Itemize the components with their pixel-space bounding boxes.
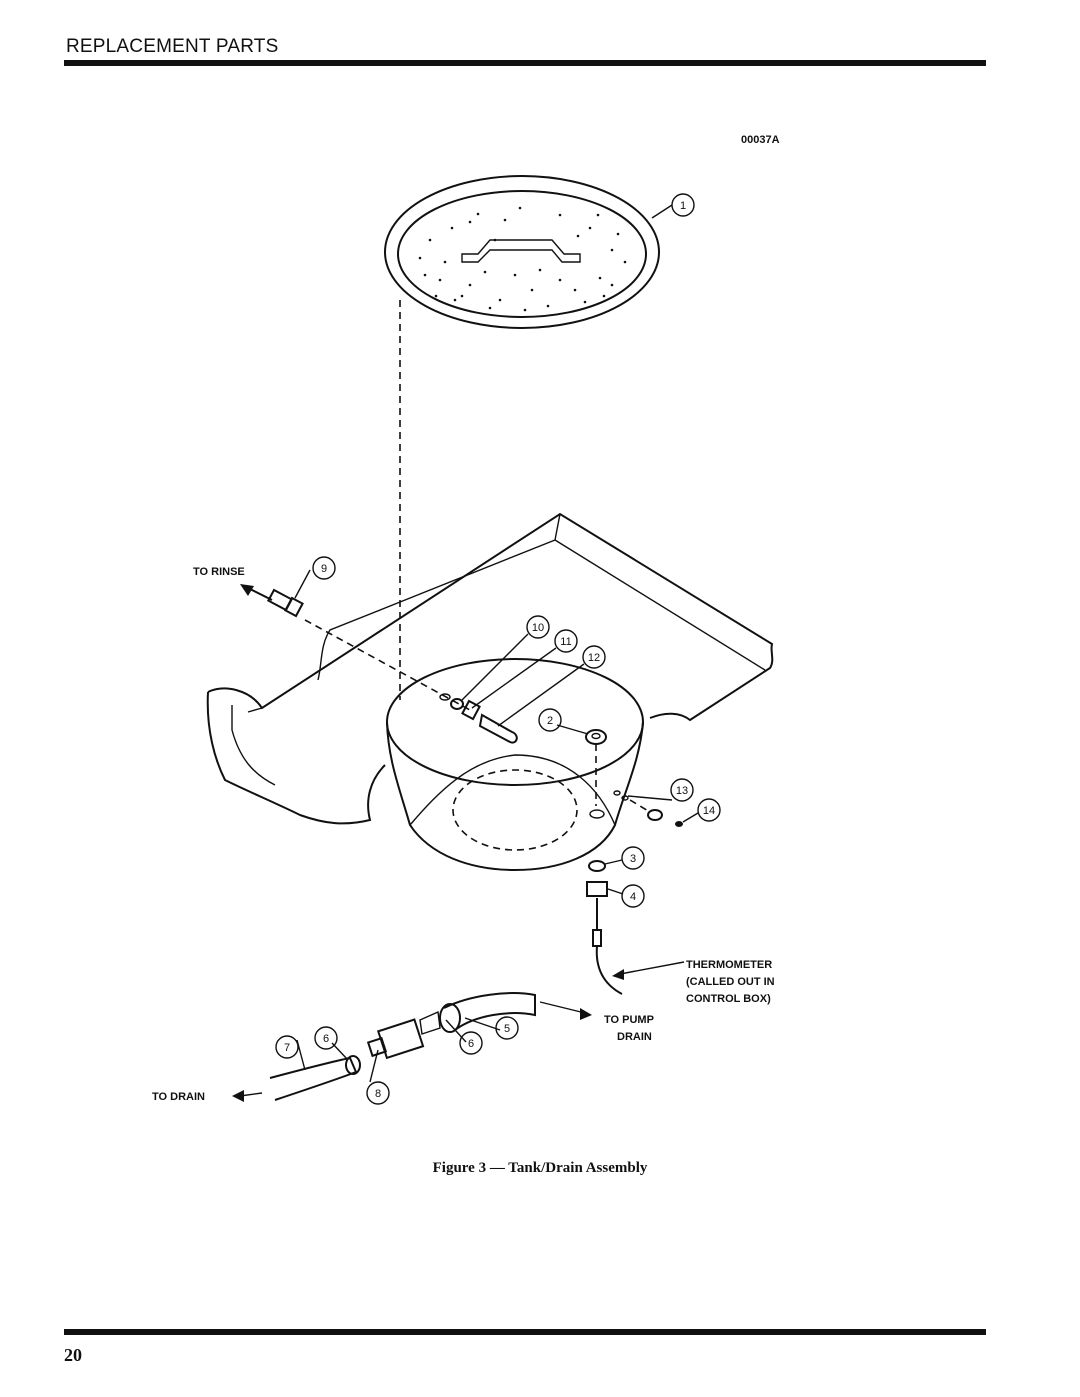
callout-leaders [294,204,699,1083]
callout-6-right: 6 [459,1031,483,1055]
label-to-pump: TO PUMP [604,1014,654,1026]
svg-text:4: 4 [630,891,636,903]
sink-top-outline [207,512,774,722]
svg-text:9: 9 [321,563,327,575]
footer-rule [64,1329,986,1335]
rinse-fitting [240,584,471,711]
svg-text:7: 7 [284,1042,290,1054]
svg-text:6: 6 [323,1033,329,1045]
label-control-box: CONTROL BOX) [686,993,771,1005]
label-to-drain: TO DRAIN [152,1091,205,1103]
header-rule [64,60,986,66]
thermometer-probe [586,860,685,995]
figure-code: 00037A [741,134,780,146]
callout-3: 3 [621,846,645,870]
svg-text:11: 11 [560,636,571,648]
tank-bowl [386,658,644,872]
svg-text:8: 8 [375,1088,381,1100]
svg-text:1: 1 [680,200,686,212]
callout-4: 4 [621,884,645,908]
callout-11: 11 [554,629,578,653]
label-drain: DRAIN [617,1031,652,1043]
label-thermometer: THERMOMETER [686,959,772,971]
section-title: REPLACEMENT PARTS [66,36,279,57]
drain-nut [585,729,607,806]
callout-10: 10 [526,615,550,639]
strainer-basket [384,175,660,329]
svg-text:14: 14 [703,805,715,817]
svg-text:10: 10 [532,622,544,634]
callout-14: 14 [697,798,721,822]
callout-7: 7 [275,1035,299,1059]
gasket-screw [613,790,683,827]
svg-text:6: 6 [468,1038,474,1050]
callout-6-left: 6 [314,1026,338,1050]
callout-12: 12 [582,645,606,669]
drain-hose-assembly [232,992,592,1102]
label-called-out-in: (CALLED OUT IN [686,976,775,988]
callout-1: 1 [671,193,695,217]
figure-caption: Figure 3 — Tank/Drain Assembly [432,1160,648,1176]
callout-13: 13 [670,778,694,802]
callout-bubbles: 1 2 3 4 5 6 6 7 8 9 10 11 12 13 14 [275,193,721,1105]
thermostat-fittings [439,693,518,744]
svg-text:13: 13 [676,785,688,797]
svg-text:2: 2 [547,715,553,727]
callout-2: 2 [538,708,562,732]
callout-8: 8 [366,1081,390,1105]
svg-text:12: 12 [588,652,600,664]
svg-text:5: 5 [504,1023,510,1035]
svg-text:3: 3 [630,853,636,865]
page-number: 20 [64,1345,82,1365]
label-to-rinse: TO RINSE [193,566,245,578]
callout-9: 9 [312,556,336,580]
callout-5: 5 [495,1016,519,1040]
